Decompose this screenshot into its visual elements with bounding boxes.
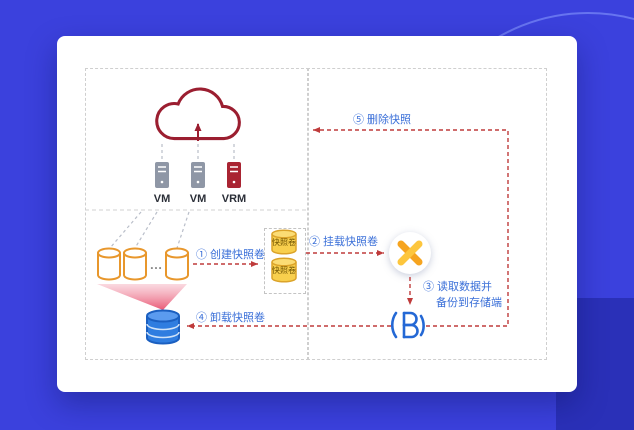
step5-label: ⑤ 删除快照 bbox=[353, 114, 412, 126]
snapshot-volume-label-1: 快照卷 bbox=[272, 238, 296, 247]
vrm-label: VRM bbox=[221, 193, 247, 205]
step1-label: ① 创建快照卷 bbox=[196, 249, 266, 261]
workflow-zone-box bbox=[307, 68, 547, 360]
more-volumes-ellipsis: … bbox=[149, 257, 163, 272]
step2-label: ② 挂载快照卷 bbox=[309, 236, 379, 248]
step3-label-line2: 备份到存储端 bbox=[436, 297, 502, 309]
step4-label: ④ 卸载快照卷 bbox=[196, 312, 266, 324]
diagram-card: VM VM VRM … 快照卷 快照卷 ① 创建快照卷 ② 挂载快照卷 ③ 读取… bbox=[57, 36, 577, 392]
vm-label-1: VM bbox=[153, 193, 171, 205]
step3-label-line1: ③ 读取数据并 bbox=[423, 281, 493, 293]
vm-zone-box bbox=[85, 68, 309, 360]
snapshot-volume-label-2: 快照卷 bbox=[272, 266, 296, 275]
vm-label-2: VM bbox=[189, 193, 207, 205]
